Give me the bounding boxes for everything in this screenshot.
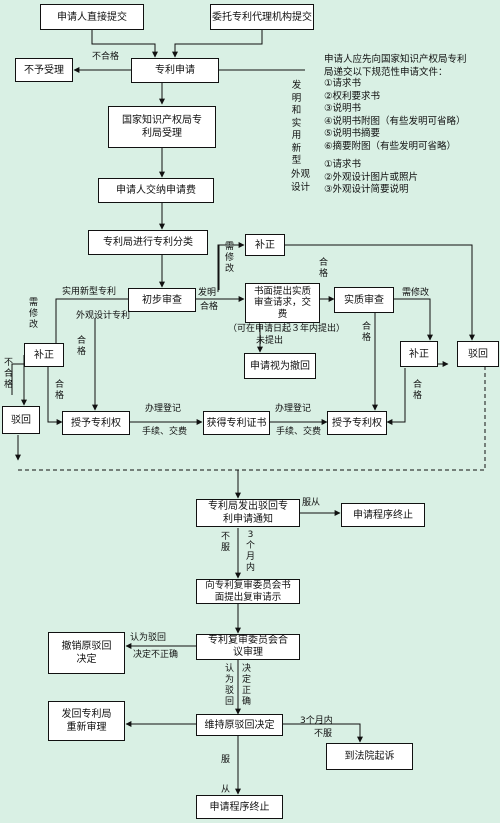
get-certificate-box: 获得专利证书 <box>203 411 270 435</box>
label-not-submitted: 未提出 <box>256 336 284 346</box>
design-item-3: ③外观设计简要说明 <box>324 184 409 195</box>
grant-box-right: 授予专利权 <box>327 411 387 435</box>
label-invention: 发明 <box>198 288 217 298</box>
sipo-accept-box: 国家知识产权局专利局受理 <box>108 106 216 148</box>
label-need-fix-left: 需修改 <box>28 298 38 330</box>
agency-submit-box: 委托专利代理机构提交 <box>210 4 314 30</box>
reject-box-2: 驳回 <box>457 341 499 367</box>
label-design-patent: 外观设计专利 <box>76 311 131 321</box>
invention-items: ①请求书 ②权利要求书 ③说明书 ④说明书附图（有些发明可省略） ⑤说明书摘要 … <box>324 78 466 153</box>
invention-item-1: ①请求书 <box>324 78 362 89</box>
invention-item-6: ⑥摘要附图（有些发明可省略） <box>324 140 457 152</box>
patent-application-box: 专利申请 <box>131 58 219 83</box>
label-need-fix-1: 需修改 <box>224 242 234 274</box>
label-unqualified-left: 不合格 <box>3 358 13 390</box>
label-three-months-1: 3个月内 <box>245 530 255 573</box>
prelim-exam-box: 初步审查 <box>128 288 196 312</box>
design-item-1: ①请求书 <box>324 159 362 170</box>
label-qualified-6: 合格 <box>412 380 422 401</box>
label-qualified-5: 合格 <box>54 380 64 401</box>
label-not-accept-2: 不服 <box>314 729 333 739</box>
pay-fee-box: 申请人交纳申请费 <box>98 178 214 203</box>
invention-utility-label: 发明和实用新型 <box>291 80 302 166</box>
design-item-2: ②外观设计图片或照片 <box>324 171 419 183</box>
label-unqualified-top: 不合格 <box>92 52 120 62</box>
design-items: ①请求书 ②外观设计图片或照片 ③外观设计简要说明 <box>324 159 418 197</box>
label-qualified-3: 合格 <box>361 322 371 343</box>
invention-item-3: ③说明书 <box>324 103 362 114</box>
invention-item-2: ②权利要求书 <box>324 90 381 102</box>
terminate-box-1: 申请程序终止 <box>341 503 425 527</box>
direct-submit-box: 申请人直接提交 <box>40 4 144 30</box>
label-qualified-2: 合格 <box>318 258 328 279</box>
reject-notice-box: 专利局发出驳回专利申请通知 <box>196 499 300 527</box>
uphold-box: 维持原驳回决定 <box>196 714 283 736</box>
label-decision-right: 决定正确 <box>241 664 251 707</box>
label-reject-deemed-2: 认为驳回 <box>224 664 234 707</box>
written-exam-request-box: 书面提出实质审查请求，交费 <box>245 283 320 323</box>
court-box: 到法院起诉 <box>326 743 413 770</box>
revoke-box: 撤销原驳回决定 <box>48 632 125 674</box>
label-reject-deemed: 认为驳回 <box>130 633 167 643</box>
label-accept-2: 服从 <box>220 755 230 795</box>
supplement-box-left: 补正 <box>24 343 64 367</box>
label-qualified-1: 合格 <box>200 302 219 312</box>
label-register-1: 办理登记 <box>145 404 182 414</box>
return-review-box: 发回专利局重新审理 <box>48 701 125 741</box>
supplement-box-1: 补正 <box>245 234 285 256</box>
label-register-2: 办理登记 <box>275 404 312 414</box>
label-utility-model: 实用新型专利 <box>62 287 117 297</box>
label-decision-wrong: 决定不正确 <box>133 650 179 660</box>
label-not-accept-1: 不服 <box>220 532 230 553</box>
label-fee-2: 手续、交费 <box>276 427 322 437</box>
label-three-months-2: 3个月内 <box>300 716 333 726</box>
grant-box-left: 授予专利权 <box>62 411 130 435</box>
invention-item-4: ④说明书附图（有些发明可省略） <box>324 115 466 127</box>
label-need-fix-2: 需修改 <box>402 288 430 298</box>
terminate-box-2: 申请程序终止 <box>196 795 283 819</box>
requirements-intro-line-1: 申请人应先向国家知识产权局专利 <box>324 54 467 65</box>
requirements-intro: 申请人应先向国家知识产权局专利 局递交以下规范性申请文件： <box>324 54 467 79</box>
reexam-meeting-box: 专利复审委员会合议审理 <box>196 634 300 660</box>
supplement-box-2: 补正 <box>400 341 438 367</box>
reject-box-left: 驳回 <box>2 406 40 434</box>
label-accept-1: 服从 <box>302 498 321 508</box>
reject-receipt-box: 不予受理 <box>15 58 73 82</box>
requirements-intro-line-2: 局递交以下规范性申请文件： <box>324 66 448 78</box>
label-qualified-4: 合格 <box>76 336 86 357</box>
reexam-request-box: 向专利复审委员会书面提出复审请示 <box>196 579 300 604</box>
design-label: 外观设计 <box>291 169 311 193</box>
label-three-years: （可在申请日起３年内提出） <box>228 324 346 334</box>
substantive-exam-box: 实质审查 <box>334 287 394 313</box>
label-fee-1: 手续、交费 <box>142 427 188 437</box>
invention-item-5: ⑤说明书摘要 <box>324 128 381 139</box>
classify-box: 专利局进行专利分类 <box>88 230 208 255</box>
deemed-withdrawn-box: 申请视为撤回 <box>244 353 316 379</box>
